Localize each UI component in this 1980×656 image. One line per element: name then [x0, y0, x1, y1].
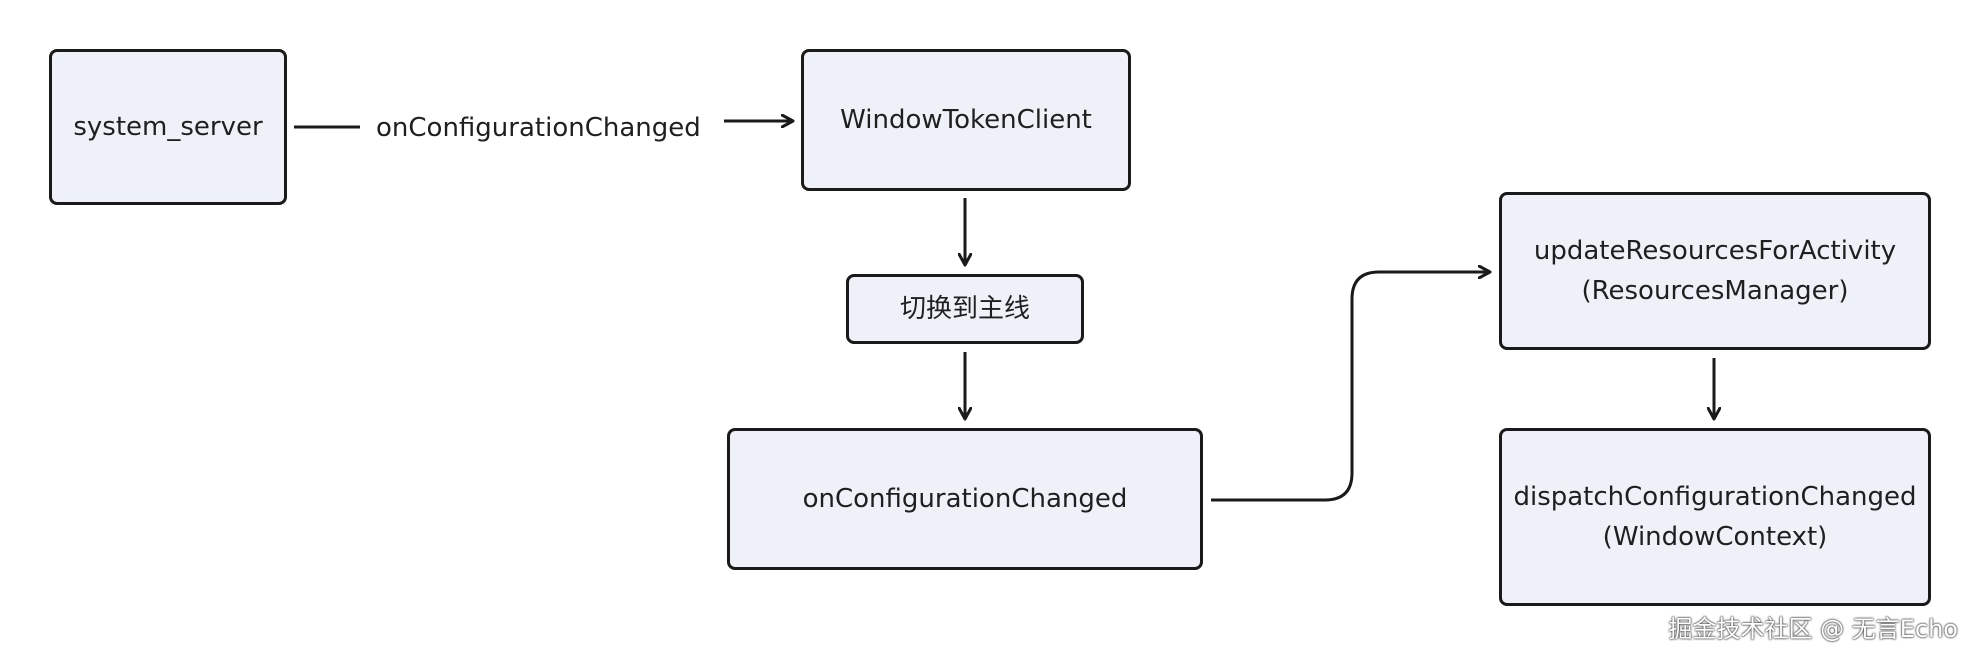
node-switch-main-thread: 切换到主线 [846, 274, 1084, 344]
node-on-configuration-changed: onConfigurationChanged [727, 428, 1203, 570]
node-update-resources-line1: updateResourcesForActivity [1533, 236, 1897, 266]
edge-onconfig-to-update [1211, 272, 1489, 502]
node-dispatch-configuration-line2: (WindowContext) [1602, 522, 1828, 552]
node-dispatch-configuration: dispatchConfigurationChanged (WindowCont… [1499, 428, 1931, 606]
node-update-resources: updateResourcesForActivity (ResourcesMan… [1499, 192, 1931, 350]
node-system-server-label: system_server [73, 112, 263, 142]
node-system-server: system_server [49, 49, 287, 205]
node-on-configuration-changed-label: onConfigurationChanged [802, 484, 1128, 514]
node-window-token-client: WindowTokenClient [801, 49, 1131, 191]
node-dispatch-configuration-line1: dispatchConfigurationChanged [1513, 482, 1917, 512]
edge-label-system-to-token: onConfigurationChanged [376, 111, 701, 145]
node-update-resources-line2: (ResourcesManager) [1581, 276, 1849, 306]
node-window-token-client-label: WindowTokenClient [840, 105, 1092, 135]
watermark: 掘金技术社区 @ 无言Echo [1668, 615, 1958, 643]
node-switch-main-thread-label: 切换到主线 [899, 294, 1030, 324]
